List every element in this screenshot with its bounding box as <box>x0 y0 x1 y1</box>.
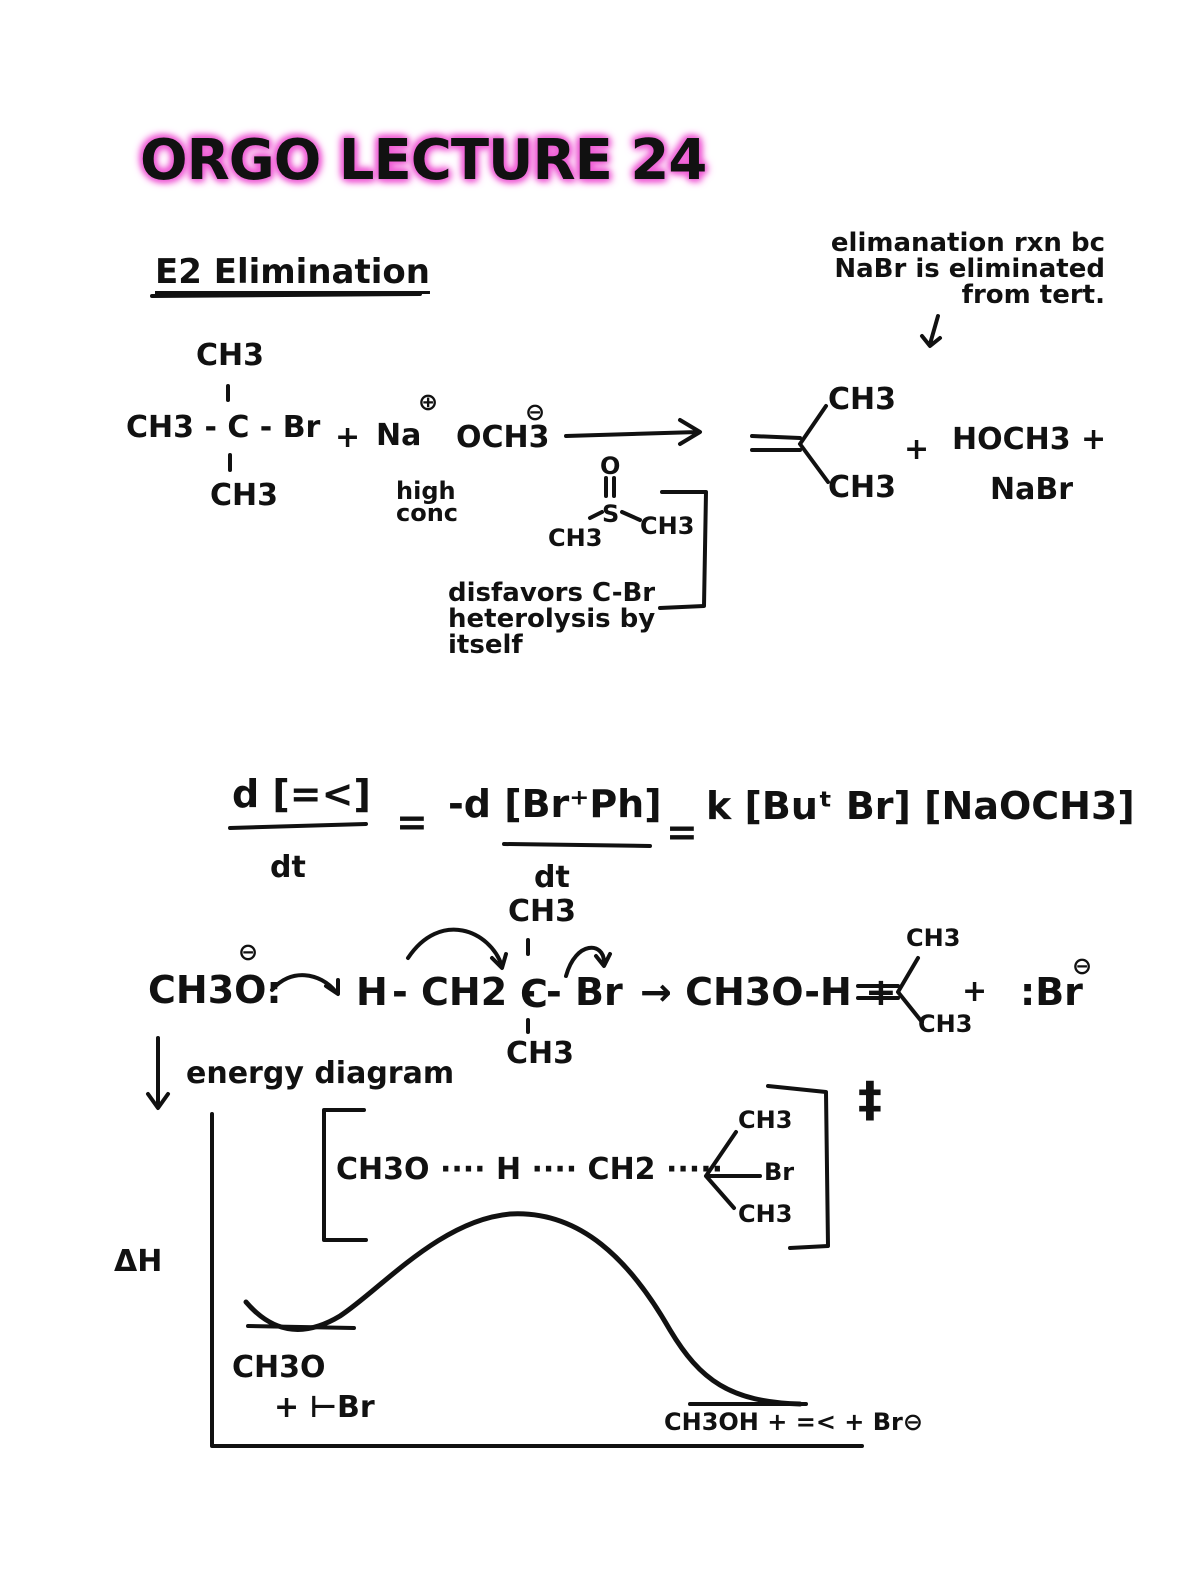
section-underline <box>150 292 422 298</box>
disfavors-note: disfavors C-Br heterolysis by itself <box>448 578 656 660</box>
reactant-bottom-ch3: CH3 <box>210 478 278 513</box>
curved-arrow-3 <box>564 945 612 978</box>
section-heading: E2 Elimination <box>155 252 430 292</box>
dmso-ch3-left: CH3 <box>548 524 603 552</box>
rate-mid-denominator: dt <box>534 860 570 895</box>
ts-bracket-left <box>322 1108 368 1242</box>
nabr: NaBr <box>990 472 1074 507</box>
dmso-bracket <box>658 490 708 610</box>
mech-alkene-ch3-top: CH3 <box>906 924 961 952</box>
negative-charge-icon: ⊖ <box>525 398 546 426</box>
curved-arrow-2 <box>406 927 508 970</box>
y-axis-label: ΔH <box>114 1244 163 1279</box>
product-ch3-top: CH3 <box>828 382 896 417</box>
mech-products: → CH3O-H + <box>640 970 897 1014</box>
rate-equals-2: = <box>666 810 698 854</box>
rate-rhs: k [Buᵗ Br] [NaOCH3] <box>706 784 1135 828</box>
curved-arrow-1 <box>270 973 340 996</box>
energy-curve <box>243 1211 803 1407</box>
reactant-top-ch3: CH3 <box>196 338 264 373</box>
sodium: Na <box>376 418 422 453</box>
mech-hydrogen: H <box>356 970 388 1014</box>
reactants-label: CH3O <box>232 1350 326 1385</box>
dmso-ch3-right: CH3 <box>640 512 695 540</box>
mech-carbon: C <box>520 972 548 1016</box>
mech-alkene-ch3-bottom: CH3 <box>918 1010 973 1038</box>
diagram-axes <box>210 1112 864 1448</box>
rate-mid-numerator: -d [Br⁺Ph] <box>448 782 662 826</box>
double-dagger-icon: ‡ <box>858 1072 882 1128</box>
reaction-arrow <box>564 418 702 446</box>
mech-methoxide-charge: ⊖ <box>238 938 259 966</box>
rate-lhs-numerator: d [=<] <box>232 772 371 816</box>
products-label: CH3OH + =< + Br⊖ <box>664 1408 923 1436</box>
mech-methoxide: CH3O: <box>148 968 282 1012</box>
high-conc-note: high conc <box>396 477 459 527</box>
mech-bromine: - Br <box>546 970 623 1014</box>
mech-bromide: :Br <box>1020 970 1083 1014</box>
mech-top-ch3: CH3 <box>508 894 576 929</box>
rate-lhs-denominator: dt <box>270 850 306 885</box>
mech-plus: + <box>962 974 988 1009</box>
rate-equals-1: = <box>396 800 428 844</box>
transition-state: CH3O ···· H ···· CH2 ····· <box>336 1152 723 1187</box>
methoxide: OCH3 <box>456 420 550 455</box>
mech-bottom-ch3: CH3 <box>506 1036 574 1071</box>
reactant-center: CH3 - C - Br <box>126 410 321 445</box>
product-alkene <box>798 404 830 484</box>
ts-ch3-bottom: CH3 <box>738 1200 793 1228</box>
ts-ch3-top: CH3 <box>738 1106 793 1134</box>
mech-ch2: - CH2 - <box>392 970 537 1014</box>
dmso-sulfur: S <box>602 500 620 528</box>
plus-sign: + <box>335 420 361 455</box>
product-ch3-bottom: CH3 <box>828 470 896 505</box>
reactants-label-2: + ⊢Br <box>274 1390 375 1425</box>
ts-bracket-right <box>766 1084 830 1250</box>
byproducts: HOCH3 + <box>952 422 1107 457</box>
ts-br: Br <box>764 1158 795 1186</box>
page-title: ORGO LECTURE 24 <box>140 128 707 193</box>
energy-diagram-label: energy diagram <box>186 1056 455 1091</box>
dmso-oxygen: O <box>600 452 621 480</box>
elimination-note: elimanation rxn bc NaBr is eliminated fr… <box>830 228 1105 310</box>
mech-bromide-charge: ⊖ <box>1072 952 1093 980</box>
plus-sign-2: + <box>904 432 930 467</box>
positive-charge-icon: ⊕ <box>418 388 439 416</box>
